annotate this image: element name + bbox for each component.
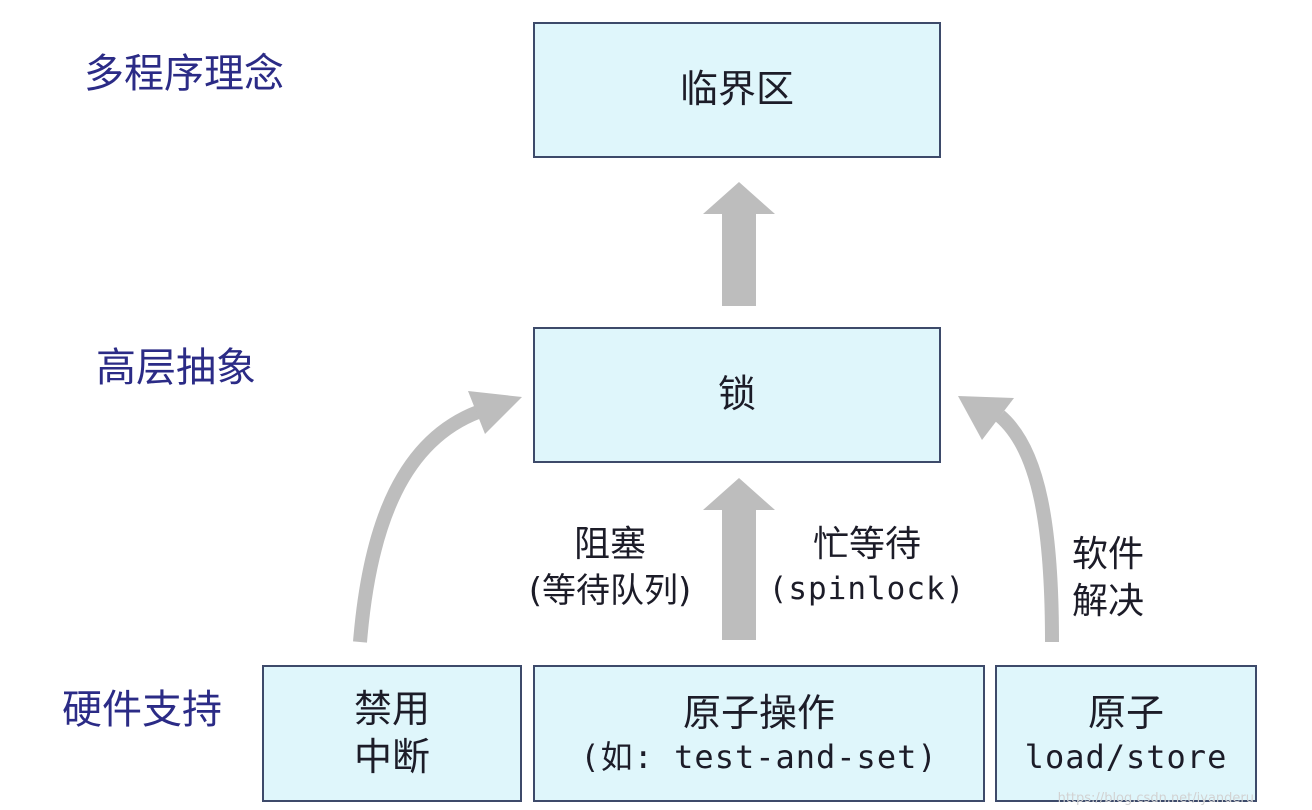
software-line1: 软件 — [1071, 534, 1144, 575]
level-label-abstraction: 高层抽象 — [96, 345, 256, 391]
arrow-disable-interrupt-to-lock — [353, 391, 522, 643]
busy-wait-line1: 忙等待 — [812, 524, 921, 565]
atomic-load-store-line2: load/store — [1024, 738, 1228, 777]
blocking-line1: 阻塞 — [573, 524, 646, 565]
critical-section-box: 临界区 — [533, 22, 941, 158]
lock-label: 锁 — [717, 372, 756, 417]
blocking-line2: (等待队列) — [528, 570, 692, 611]
arrow-lock-to-critical-section — [703, 182, 775, 306]
disable-interrupt-line2: 中断 — [353, 734, 430, 779]
atomic-load-store-line1: 原子 — [1087, 690, 1164, 735]
busy-wait-line2: (spinlock) — [768, 570, 966, 607]
critical-section-label: 临界区 — [679, 67, 794, 112]
arrow-atomic-op-to-lock — [703, 478, 775, 640]
level-label-concept: 多程序理念 — [84, 51, 284, 97]
disable-interrupt-line1: 禁用 — [353, 687, 430, 731]
watermark: https://blog.csdn.net/iyanderu — [1057, 791, 1254, 806]
atomic-op-line2: (如: test-and-set) — [580, 738, 938, 777]
atomic-op-line1: 原子操作 — [682, 690, 835, 735]
lock-box: 锁 — [533, 327, 941, 463]
busy-wait-annotation: 忙等待 (spinlock) — [762, 522, 972, 609]
software-line2: 解决 — [1071, 580, 1144, 622]
disable-interrupt-box: 禁用 中断 — [262, 665, 522, 802]
atomic-op-box: 原子操作 (如: test-and-set) — [533, 665, 985, 802]
blocking-annotation: 阻塞 (等待队列) — [505, 522, 715, 613]
level-label-hardware: 硬件支持 — [62, 687, 222, 733]
software-annotation: 软件 解决 — [1058, 532, 1158, 626]
atomic-load-store-box: 原子 load/store — [995, 665, 1257, 802]
arrow-load-store-to-lock — [958, 396, 1059, 643]
